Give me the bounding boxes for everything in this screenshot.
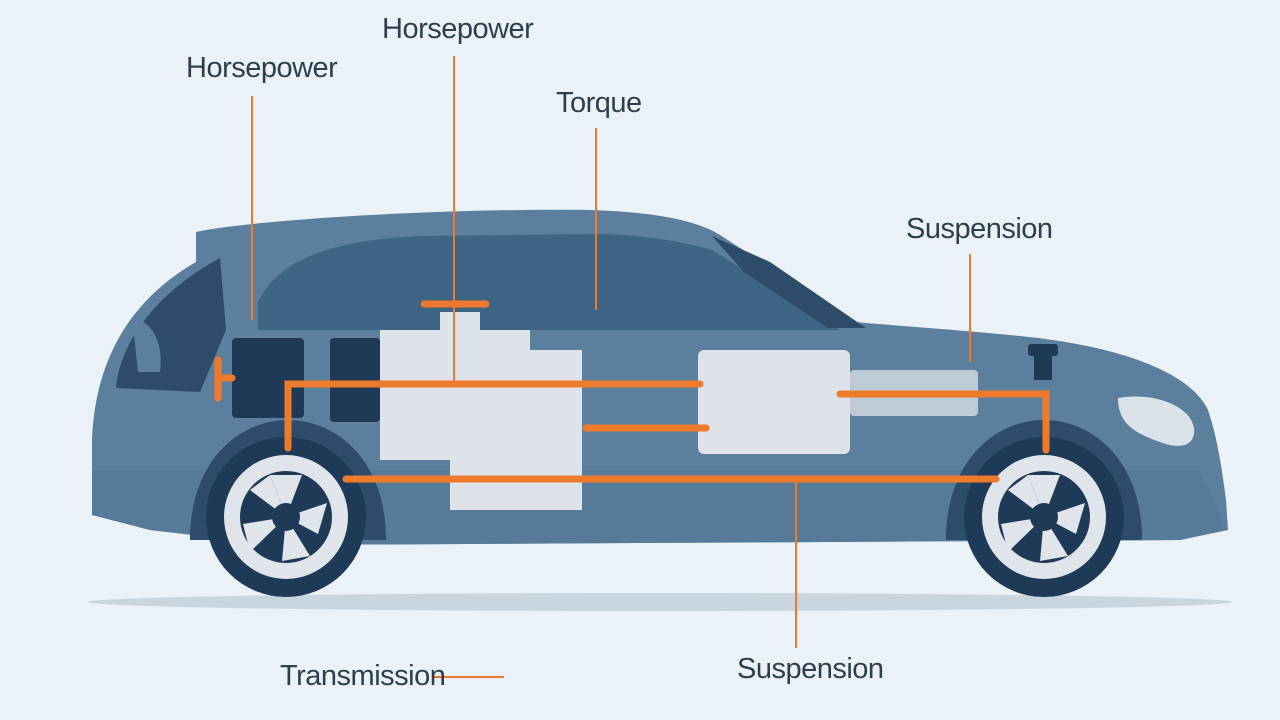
- side-window: [258, 234, 840, 330]
- transmission-block: [698, 350, 850, 454]
- label-transmission: Transmission: [280, 660, 446, 692]
- label-suspension-right: Suspension: [906, 213, 1053, 245]
- label-horsepower-left: Horsepower: [186, 52, 338, 84]
- windshield: [712, 236, 866, 328]
- ground-shadow: [88, 593, 1232, 611]
- drivetrain-lines: [214, 300, 1050, 483]
- engine-block: [380, 312, 582, 510]
- rear-component-1: [232, 338, 304, 418]
- hood-cap-top: [1028, 344, 1058, 356]
- front-wheel: [964, 437, 1124, 597]
- label-suspension-bottom: Suspension: [737, 653, 884, 685]
- label-horsepower-top: Horsepower: [382, 13, 534, 45]
- label-torque: Torque: [556, 87, 642, 119]
- headlight: [1118, 396, 1195, 446]
- callout-leaders: [251, 56, 971, 678]
- tail-light: [132, 318, 161, 372]
- rear-component-2: [330, 338, 380, 422]
- rear-wheel: [206, 437, 366, 597]
